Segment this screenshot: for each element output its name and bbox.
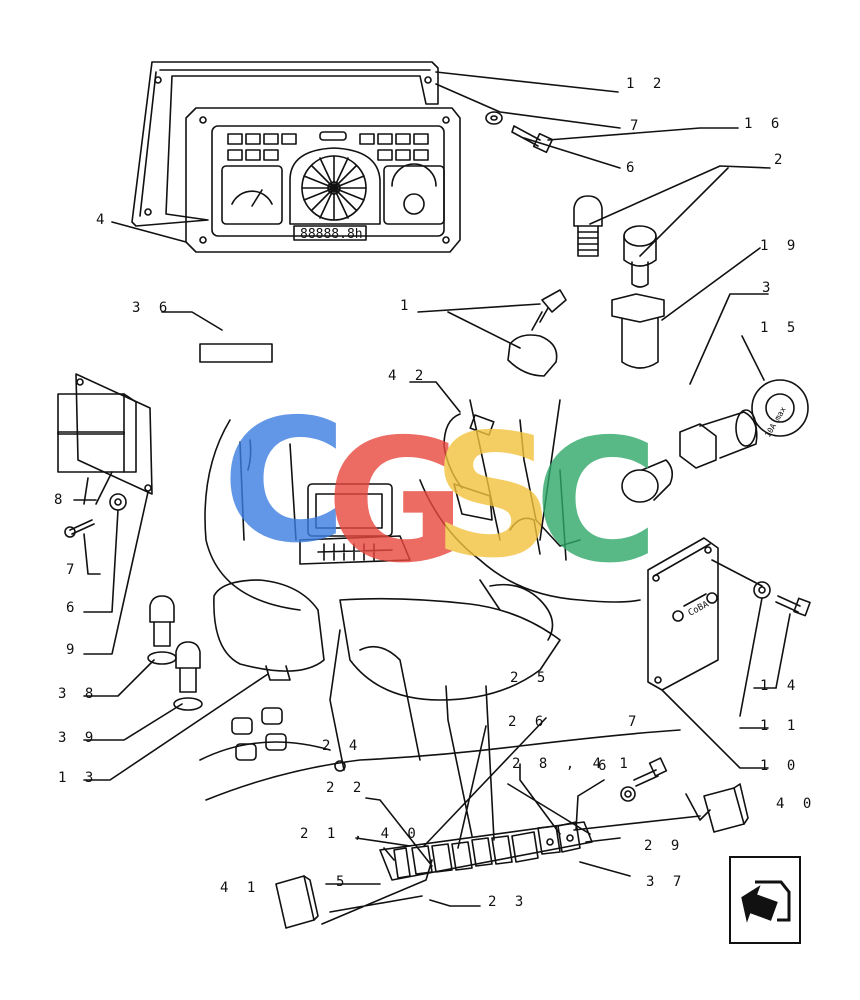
instrument-cluster	[185, 107, 461, 253]
screw-washer-panel	[620, 757, 668, 802]
callout-10: 1 0	[760, 758, 801, 774]
relay-box-10	[647, 537, 769, 769]
switch-cap-40	[703, 783, 749, 833]
watermark: C G S C	[222, 383, 659, 601]
socket-cap-19	[621, 459, 674, 503]
callout-42: 4 2	[388, 368, 429, 384]
callout-40: 4 0	[776, 796, 817, 812]
callout-36: 3 6	[132, 300, 173, 316]
callout-29: 2 9	[644, 838, 685, 854]
callout-7: 7	[630, 118, 644, 134]
watermark-letter: C	[534, 403, 659, 601]
callout-38: 3 8	[58, 686, 99, 702]
callout-25: 2 5	[510, 670, 551, 686]
callout-41: 4 1	[220, 880, 261, 896]
callout-6-lower: 6	[598, 758, 612, 774]
callout-5: 5	[336, 874, 350, 890]
watermark-letter: C	[222, 383, 347, 581]
push-switch-39	[173, 641, 203, 711]
callout-11: 1 1	[760, 718, 801, 734]
callout-15: 1 5	[760, 320, 801, 336]
callout-37: 3 7	[646, 874, 687, 890]
callout-26: 2 6	[508, 714, 549, 730]
push-switch-38	[147, 595, 177, 665]
cab-interior	[199, 399, 681, 801]
callout-7-left: 7	[66, 562, 80, 578]
callout-8: 8	[54, 492, 68, 508]
callout-23: 2 3	[488, 894, 529, 910]
callout-1: 1	[400, 298, 414, 314]
panel-frame	[131, 61, 439, 227]
connector-harness-42	[409, 381, 495, 521]
callout-3: 3	[762, 280, 776, 296]
callout-14: 1 4	[760, 678, 801, 694]
callout-22: 2 2	[326, 780, 367, 796]
power-socket-3	[679, 409, 758, 469]
washer-bolt-right	[711, 559, 811, 729]
callout-28-41: 2 8 , 4 1	[512, 756, 633, 772]
callout-6-left: 6	[66, 600, 80, 616]
callout-4: 4	[96, 212, 110, 228]
callout-21-40: 2 1 , 4 0	[300, 826, 421, 842]
watermark-letter: S	[432, 398, 554, 596]
arrow-icon	[741, 880, 791, 923]
callout-12: 1 2	[626, 76, 667, 92]
rating-disc-15	[741, 335, 809, 437]
ignition-cap-2	[623, 225, 657, 288]
push-switch-16	[573, 195, 603, 257]
callout-9: 9	[66, 642, 80, 658]
callout-6: 6	[626, 160, 640, 176]
callout-24: 2 4	[322, 738, 363, 754]
callout-16: 1 6	[744, 116, 785, 132]
next-page-arrow-icon[interactable]	[729, 856, 801, 944]
ignition-switch-1	[507, 289, 567, 377]
watermark-letter: G	[326, 403, 466, 601]
callout-2: 2	[774, 152, 788, 168]
odometer-display: 88888.8h	[300, 227, 363, 242]
relay-module-8	[57, 373, 153, 495]
label-plate-36	[161, 311, 273, 363]
ignition-sleeve-2	[611, 293, 665, 369]
switch-cap-41	[275, 875, 319, 929]
callout-39: 3 9	[58, 730, 99, 746]
washer-bolt-top	[485, 111, 554, 154]
callout-19: 1 9	[760, 238, 801, 254]
callout-7-lower: 7	[628, 714, 642, 730]
callout-13: 1 3	[58, 770, 99, 786]
